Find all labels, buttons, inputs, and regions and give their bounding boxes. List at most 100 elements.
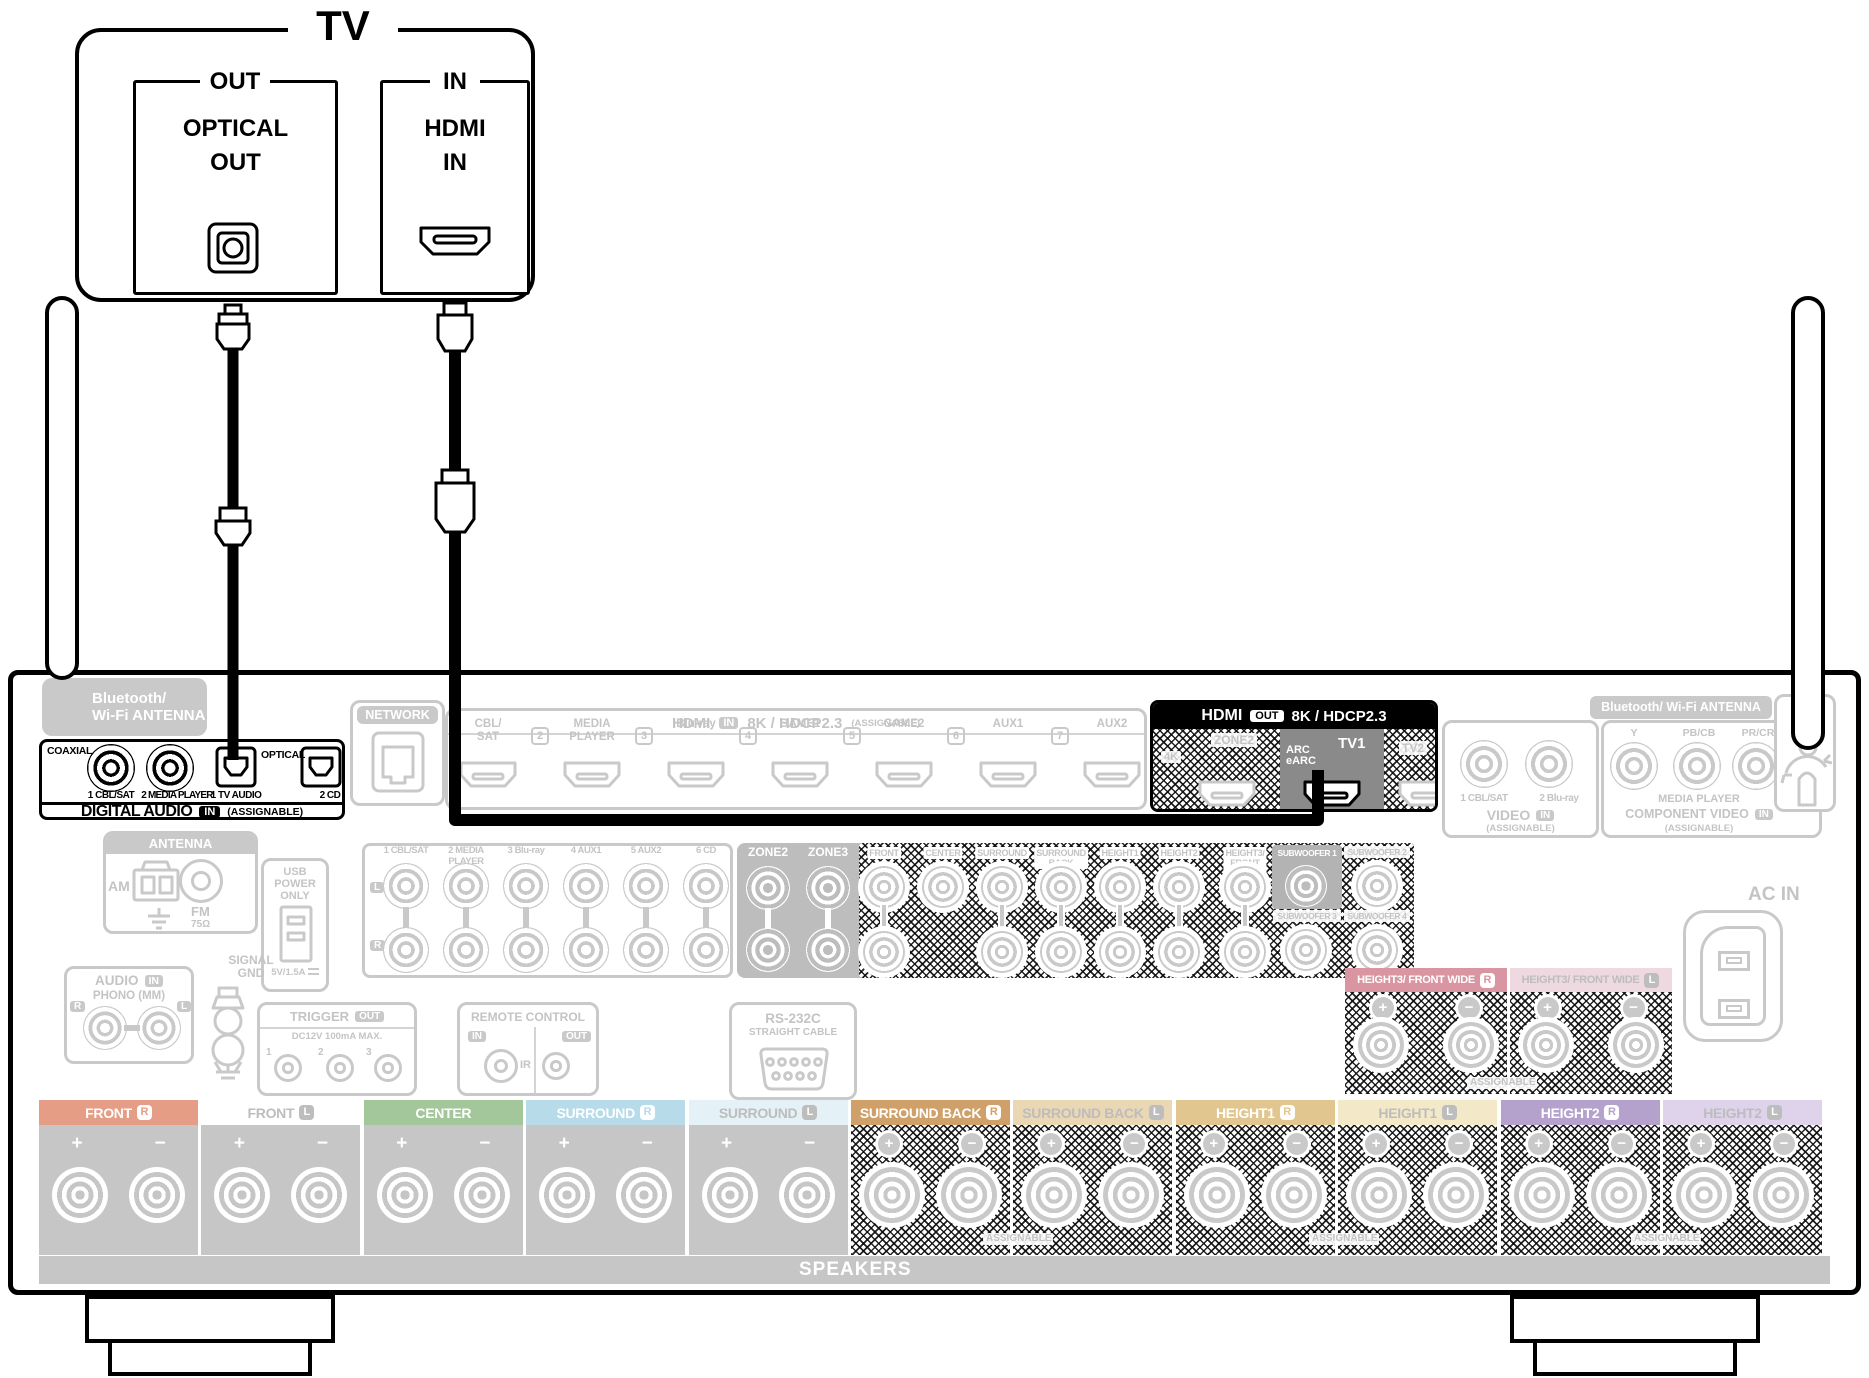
plus-terminal-mark: + xyxy=(233,1133,245,1154)
minus-terminal-mark: − xyxy=(1285,1133,1308,1155)
out-badge: OUT xyxy=(1250,710,1284,722)
analog-audio-input: 2 MEDIA PLAYER xyxy=(436,845,496,973)
rca-jack xyxy=(806,928,850,972)
tv-optical-out-label: OPTICAL OUT xyxy=(182,115,289,176)
jack-pair-link xyxy=(703,907,709,929)
speaker-terminal-body: + − xyxy=(363,1125,523,1255)
in-badge: IN xyxy=(199,806,221,818)
zone-label: ZONE3 xyxy=(807,845,848,859)
remote-in-badge: IN xyxy=(468,1031,486,1042)
plus-terminal-mark: + xyxy=(558,1133,570,1154)
hdmi-input: Blu-ray xyxy=(644,718,748,790)
assignable-pill: ASSIGNABLE xyxy=(1467,1077,1537,1089)
trigger-jack xyxy=(326,1054,354,1082)
in-badge: IN xyxy=(144,974,163,987)
tv-in-group-label: IN xyxy=(430,68,480,96)
preout-jack xyxy=(1040,931,1082,973)
in-badge: IN xyxy=(1536,809,1555,821)
speaker-binding-post xyxy=(539,1167,596,1223)
ac-in-label: AC IN xyxy=(1748,884,1800,905)
ac-inlet xyxy=(1683,910,1783,1042)
speaker-binding-post xyxy=(1103,1167,1160,1223)
fm-antenna-jack xyxy=(179,859,223,903)
subwoofer3-jack xyxy=(1285,929,1327,971)
preout-jack xyxy=(1158,931,1200,973)
speaker-terminal-body: + − xyxy=(688,1125,848,1255)
right-channel-badge: R xyxy=(70,1001,86,1012)
minus-terminal-mark: − xyxy=(154,1133,166,1154)
speaker-channel-label: HEIGHT2 xyxy=(1703,1104,1762,1121)
speaker-terminal-body: + − xyxy=(201,1125,361,1255)
speaker-terminal-body: + − xyxy=(1345,992,1507,1094)
hdmi-input-label: CBL/ SAT xyxy=(474,718,502,744)
rca-jack xyxy=(806,866,850,910)
tv2-output-label: TV2 xyxy=(1399,741,1428,755)
antenna-title: ANTENNA xyxy=(106,834,255,854)
speaker-binding-post xyxy=(1590,1167,1647,1223)
hdmi-input: CBL/ SAT xyxy=(436,718,540,790)
hdmi-input-number-badge: 4 xyxy=(739,727,757,745)
remote-control-section: REMOTE CONTROL IN OUT IR xyxy=(457,1002,599,1096)
speaker-binding-post xyxy=(1448,1022,1494,1068)
ground-symbol-icon xyxy=(148,908,170,930)
channel-side-badge: L xyxy=(1441,1105,1457,1120)
preout-channel-label: SURROUND xyxy=(975,847,1029,859)
usb-section: USB POWER ONLY 5V/1.5A xyxy=(261,858,329,992)
speaker-binding-post xyxy=(52,1167,108,1223)
subwoofer1-jack xyxy=(1285,865,1327,907)
plus-terminal-mark: + xyxy=(1372,997,1394,1019)
component-jack-label: PB/CB xyxy=(1682,727,1716,739)
hdmi-port-icon xyxy=(459,761,517,788)
coaxial-jack-media-player xyxy=(146,744,194,792)
speaker-channel-label: HEIGHT1 xyxy=(1216,1104,1275,1121)
speaker-binding-post xyxy=(941,1167,997,1223)
channel-side-badge: R xyxy=(1279,1105,1295,1120)
hdmi-input-label: Blu-ray xyxy=(676,718,716,730)
hdmi-out-title: HDMI xyxy=(1201,707,1243,724)
hdmi-input: GAME2 xyxy=(852,718,956,790)
hdmi-input: AUX2 xyxy=(1060,718,1164,790)
minus-terminal-mark: − xyxy=(1773,1133,1795,1155)
tv-out-group-label: OUT xyxy=(200,68,270,96)
video-in-section: 1 CBL/SAT 2 Blu-ray VIDEO IN (ASSIGNABLE… xyxy=(1442,720,1599,838)
analog-audio-input: 3 Blu-ray xyxy=(496,845,556,973)
left-channel-badge: L xyxy=(177,1001,192,1012)
speaker-channel-label: HEIGHT3/ FRONT WIDE xyxy=(1521,974,1640,986)
phono-input-section: AUDIO IN PHONO (MM) R L xyxy=(64,966,194,1064)
jack-pair-link xyxy=(463,907,469,929)
optical-connector-icon xyxy=(207,222,259,274)
preout-jack xyxy=(863,866,905,908)
minus-terminal-mark: − xyxy=(641,1133,653,1154)
trigger-title-row: TRIGGER OUT xyxy=(260,1009,414,1029)
minus-terminal-mark: − xyxy=(804,1133,816,1154)
usb-port-icon xyxy=(279,905,313,963)
preout-jack xyxy=(1099,931,1141,973)
coaxial-label: COAXIAL xyxy=(47,745,93,757)
trigger-jack-number: 1 xyxy=(266,1047,272,1058)
jack-pair-link xyxy=(1057,905,1065,933)
hdmi-out-port-tv1 xyxy=(1303,780,1361,807)
hdmi-out-port-zone2 xyxy=(1198,780,1256,807)
video-jack-label: 1 CBL/SAT xyxy=(1460,793,1508,804)
plus-terminal-mark: + xyxy=(1365,1133,1388,1155)
speaker-channel-label: FRONT xyxy=(247,1104,295,1121)
channel-side-badge: L xyxy=(1148,1105,1164,1120)
speaker-terminal-body: + − xyxy=(1175,1125,1335,1255)
composite-jack xyxy=(1460,740,1508,788)
tv-title: TV xyxy=(288,2,398,50)
db9-connector-icon xyxy=(759,1047,829,1091)
video-in-title-row: VIDEO IN xyxy=(1445,807,1596,823)
receiver-foot xyxy=(1533,1339,1737,1376)
assignable-pill: ASSIGNABLE xyxy=(1309,1233,1379,1245)
preout-channel-label: SURROUND BACK xyxy=(1034,847,1088,869)
jack-pair-link xyxy=(643,907,649,929)
remote-in-jack xyxy=(484,1049,518,1083)
component-title-row: COMPONENT VIDEO IN xyxy=(1604,807,1794,821)
